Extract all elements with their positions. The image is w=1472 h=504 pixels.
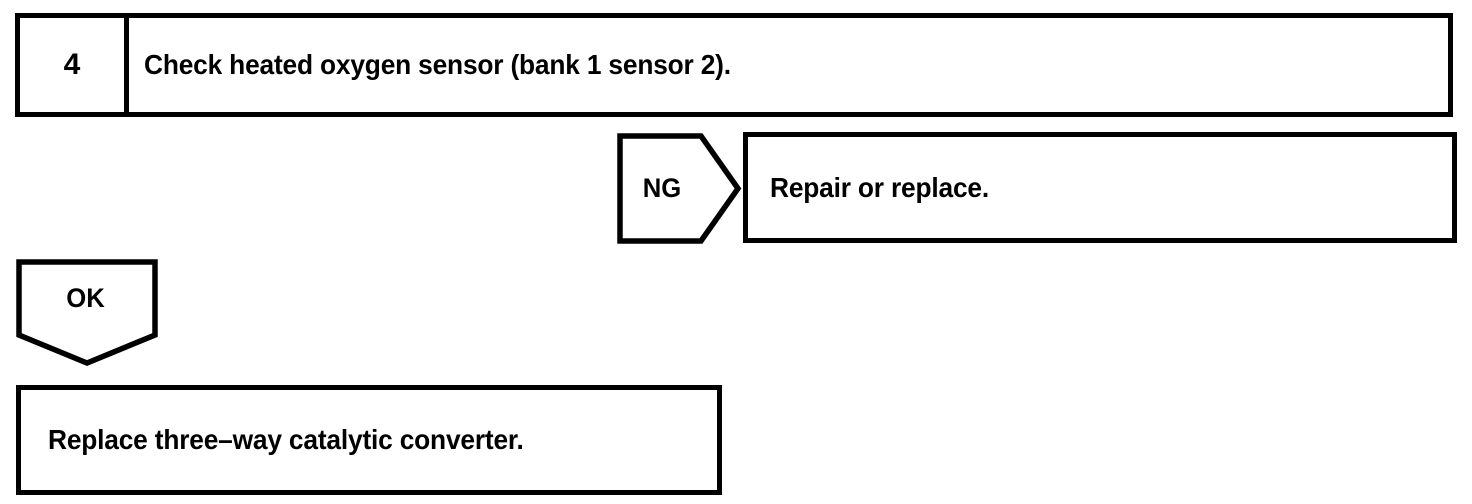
step-box: 4 Check heated oxygen sensor (bank 1 sen…	[15, 13, 1453, 117]
ok-branch-connector: OK	[16, 259, 158, 366]
pentagon-right-icon	[617, 133, 742, 244]
step-number-cell: 4	[20, 18, 129, 112]
ng-outcome-box: Repair or replace.	[743, 132, 1457, 243]
step-number: 4	[63, 48, 81, 81]
ok-outcome-box: Replace three–way catalytic converter.	[16, 385, 722, 495]
step-description-cell: Check heated oxygen sensor (bank 1 senso…	[129, 18, 1448, 112]
ng-branch-connector: NG	[617, 133, 742, 244]
ng-outcome-text: Repair or replace.	[770, 171, 989, 203]
step-instruction-text: Check heated oxygen sensor (bank 1 senso…	[144, 49, 731, 81]
pentagon-down-icon	[16, 259, 158, 366]
ok-outcome-text: Replace three–way catalytic converter.	[48, 424, 524, 455]
